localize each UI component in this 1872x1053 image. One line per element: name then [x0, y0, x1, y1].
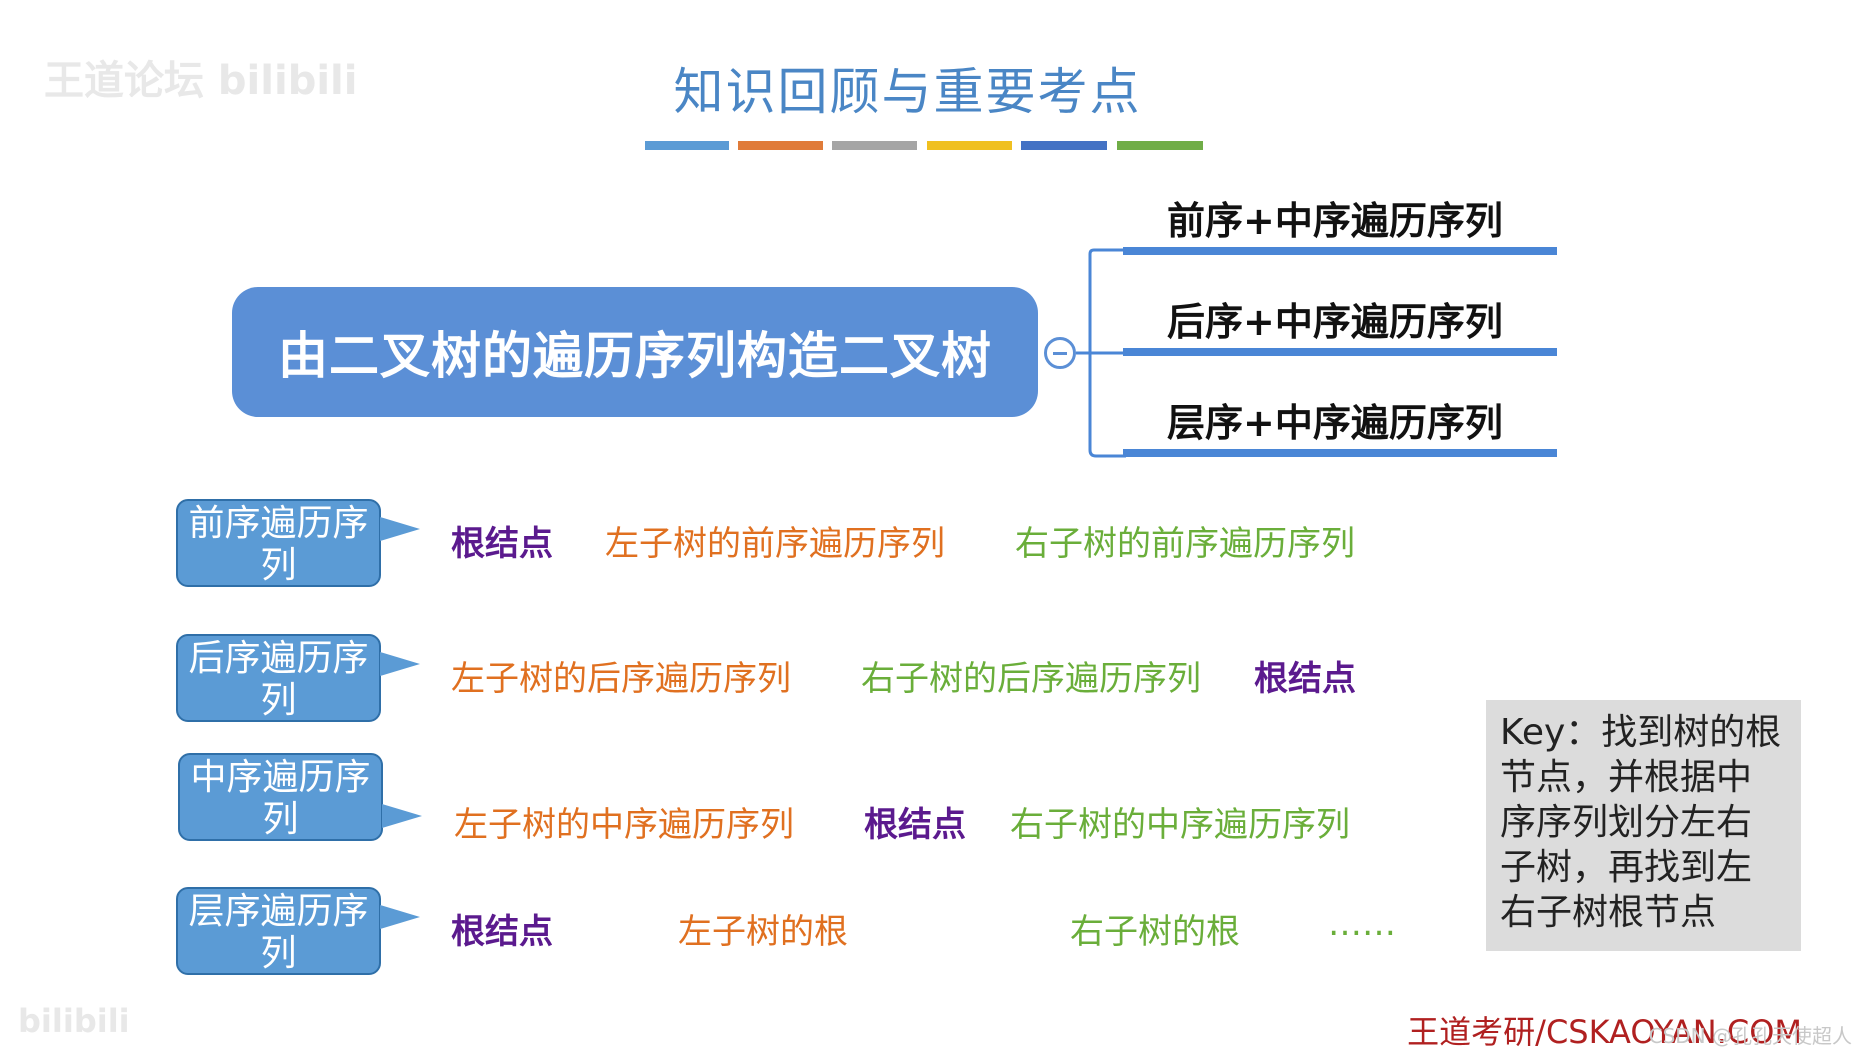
csdn-watermark: CSDN @孔孔天使超人	[1648, 1024, 1852, 1048]
watermark-bottom: bilibili	[18, 1002, 130, 1040]
callout-pointer	[380, 652, 420, 676]
levelorder-label-bubble: 层序遍历序列	[176, 887, 381, 975]
color-bar-3	[832, 141, 917, 150]
branch-levelorder-inorder: 层序+中序遍历序列	[1167, 401, 1503, 445]
branch-underline	[1123, 348, 1557, 356]
mindmap-main-node: 由二叉树的遍历序列构造二叉树	[232, 287, 1038, 417]
segment-left-subtree: 左子树的后序遍历序列	[451, 659, 791, 699]
segment-ellipsis: ……	[1328, 904, 1396, 944]
inorder-label-bubble: 中序遍历序列	[178, 753, 383, 841]
callout-pointer	[380, 517, 420, 541]
segment-right-subtree: 右子树的前序遍历序列	[1015, 524, 1355, 564]
color-bar-5	[1021, 141, 1107, 150]
postorder-label-bubble: 后序遍历序列	[176, 634, 381, 722]
segment-left-subtree-root: 左子树的根	[678, 912, 848, 952]
key-note: Key：找到树的根节点，并根据中序序列划分左右子树，再找到左右子树根节点	[1486, 700, 1801, 951]
branch-underline	[1123, 247, 1557, 255]
slide-title: 知识回顾与重要考点	[673, 63, 1142, 121]
footer-brand: 王道考研/CSKAOYAN.COM	[1407, 1013, 1802, 1051]
watermark-top: 王道论坛 bilibili	[44, 58, 358, 104]
segment-left-subtree: 左子树的中序遍历序列	[454, 805, 794, 845]
color-bar-6	[1117, 141, 1203, 150]
color-bar-4	[927, 141, 1012, 150]
segment-root: 根结点	[451, 912, 553, 952]
preorder-label-bubble: 前序遍历序列	[176, 499, 381, 587]
collapse-icon[interactable]	[1044, 337, 1076, 369]
mindmap-connector	[1076, 248, 1126, 458]
segment-right-subtree: 右子树的后序遍历序列	[861, 659, 1201, 699]
color-bar-2	[738, 141, 823, 150]
segment-right-subtree: 右子树的中序遍历序列	[1010, 805, 1350, 845]
segment-root: 根结点	[451, 524, 553, 564]
segment-right-subtree-root: 右子树的根	[1070, 912, 1240, 952]
branch-underline	[1123, 449, 1557, 457]
branch-preorder-inorder: 前序+中序遍历序列	[1167, 199, 1503, 243]
segment-root: 根结点	[1254, 659, 1356, 699]
color-bar-1	[645, 141, 729, 150]
callout-pointer	[380, 905, 420, 929]
branch-postorder-inorder: 后序+中序遍历序列	[1167, 300, 1503, 344]
segment-root: 根结点	[864, 805, 966, 845]
callout-pointer	[382, 804, 422, 828]
segment-left-subtree: 左子树的前序遍历序列	[605, 524, 945, 564]
